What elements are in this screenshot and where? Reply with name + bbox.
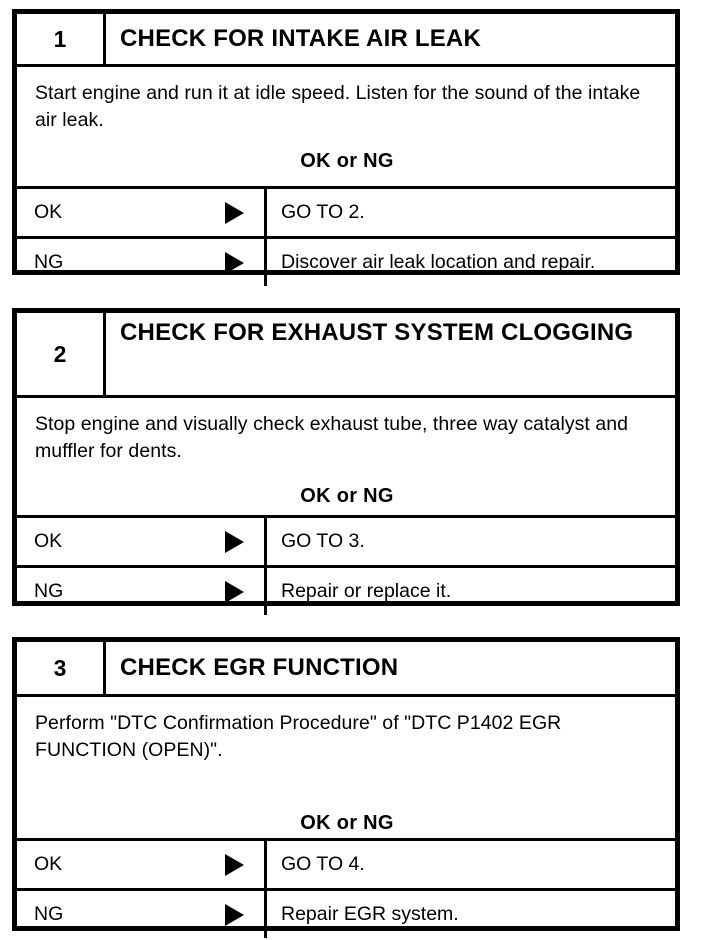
step-title: CHECK EGR FUNCTION bbox=[120, 653, 399, 681]
outcome-result-cell: NG bbox=[17, 568, 267, 615]
right-triangle-arrow-icon bbox=[225, 530, 244, 553]
outcome-action-cell: GO TO 2. bbox=[281, 201, 365, 223]
diagnostic-step-block: 3 CHECK EGR FUNCTION Perform "DTC Confir… bbox=[12, 637, 680, 938]
outcome-row: OK GO TO 4. bbox=[17, 841, 675, 891]
outcome-action-cell: GO TO 4. bbox=[281, 853, 365, 875]
outcome-row: NG Discover air leak location and repair… bbox=[17, 239, 675, 286]
step-title: CHECK FOR EXHAUST SYSTEM CLOGGING bbox=[120, 319, 634, 346]
right-triangle-arrow-icon bbox=[225, 853, 244, 876]
step-header: 1 CHECK FOR INTAKE AIR LEAK bbox=[17, 14, 675, 67]
outcome-result-label: NG bbox=[34, 251, 64, 273]
step-title: CHECK FOR INTAKE AIR LEAK bbox=[120, 24, 481, 52]
outcome-row: NG Repair or replace it. bbox=[17, 568, 675, 615]
outcome-result-label: OK bbox=[34, 530, 63, 552]
outcome-result-cell: OK bbox=[17, 189, 267, 236]
right-triangle-arrow-icon bbox=[225, 201, 244, 224]
verdict-prompt: OK or NG bbox=[300, 149, 394, 172]
outcome-result-cell: NG bbox=[17, 239, 267, 286]
outcome-result-cell: OK bbox=[17, 841, 267, 888]
step-instruction: Stop engine and visually check exhaust t… bbox=[35, 413, 629, 462]
diagnostic-step-block: 2 CHECK FOR EXHAUST SYSTEM CLOGGING Stop… bbox=[12, 308, 680, 615]
outcome-action-cell: Repair EGR system. bbox=[281, 903, 459, 925]
right-triangle-arrow-icon bbox=[225, 903, 244, 926]
step-header: 3 CHECK EGR FUNCTION bbox=[17, 642, 675, 697]
outcome-result-label: NG bbox=[34, 903, 64, 925]
step-header: 2 CHECK FOR EXHAUST SYSTEM CLOGGING bbox=[17, 313, 675, 398]
step-instruction: Start engine and run it at idle speed. L… bbox=[35, 82, 641, 131]
diagnostic-step-block: 1 CHECK FOR INTAKE AIR LEAK Start engine… bbox=[12, 9, 680, 286]
outcome-row: NG Repair EGR system. bbox=[17, 891, 675, 938]
step-number: 3 bbox=[17, 642, 106, 694]
outcome-action-cell: GO TO 3. bbox=[281, 530, 365, 552]
right-triangle-arrow-icon bbox=[225, 580, 244, 603]
verdict-prompt: OK or NG bbox=[300, 484, 394, 507]
outcome-row: OK GO TO 3. bbox=[17, 518, 675, 568]
verdict-prompt: OK or NG bbox=[300, 811, 394, 834]
outcome-result-cell: NG bbox=[17, 891, 267, 938]
step-number: 2 bbox=[17, 313, 106, 395]
step-instruction: Perform "DTC Confirmation Procedure" of … bbox=[35, 712, 562, 761]
outcome-action-cell: Discover air leak location and repair. bbox=[281, 251, 596, 273]
outcome-result-cell: OK bbox=[17, 518, 267, 565]
outcome-result-label: NG bbox=[34, 580, 64, 602]
outcome-action-cell: Repair or replace it. bbox=[281, 580, 452, 602]
step-body: Start engine and run it at idle speed. L… bbox=[17, 67, 675, 189]
outcome-row: OK GO TO 2. bbox=[17, 189, 675, 239]
outcome-result-label: OK bbox=[34, 853, 63, 875]
right-triangle-arrow-icon bbox=[225, 251, 244, 274]
step-body: Perform "DTC Confirmation Procedure" of … bbox=[17, 697, 675, 841]
step-number: 1 bbox=[17, 14, 106, 64]
step-body: Stop engine and visually check exhaust t… bbox=[17, 398, 675, 518]
outcome-result-label: OK bbox=[34, 201, 63, 223]
